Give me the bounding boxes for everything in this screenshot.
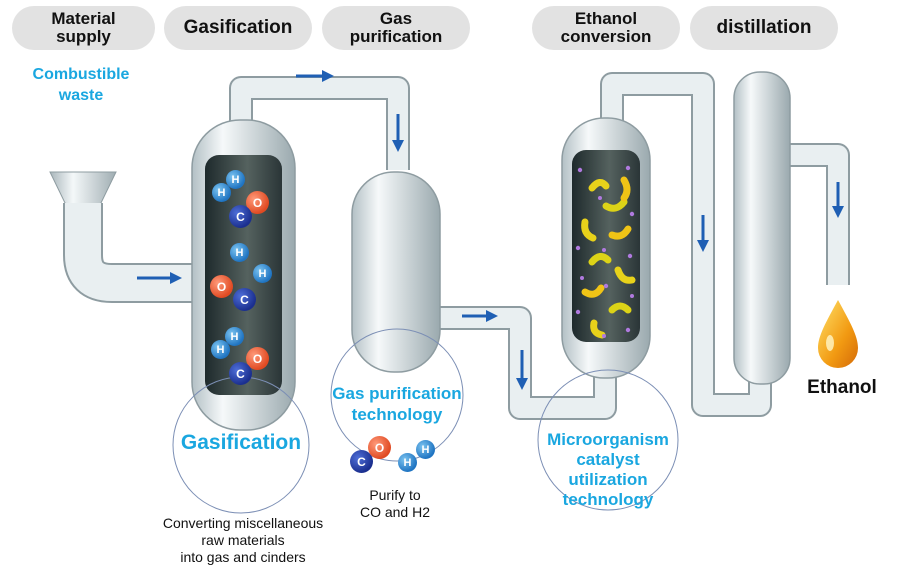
flow-arrows <box>137 70 844 390</box>
tech-label-line: Microorganism <box>547 430 669 449</box>
note-line: CO and H2 <box>359 504 431 520</box>
hydrogen-atom: H <box>230 243 249 262</box>
hopper <box>49 171 117 206</box>
tech-label-line: utilization <box>568 470 648 489</box>
feed-pipe <box>65 203 205 301</box>
oxygen-atom: O <box>210 275 233 298</box>
feed-label-line: Combustible <box>32 66 130 83</box>
tech-label-line: technology <box>351 405 443 424</box>
gasifier-window <box>205 155 282 395</box>
oxygen-atom: O <box>246 191 269 214</box>
stage-label: Gasification <box>183 17 293 39</box>
hydrogen-atom: H <box>416 440 435 459</box>
stage-label: supply <box>56 27 111 46</box>
microorganism-tech-circle <box>537 369 679 511</box>
outlet-pipe <box>790 145 848 285</box>
stage-label: distillation <box>716 17 812 39</box>
note-line: Purify to <box>369 487 421 503</box>
stage-gasification: Gasification <box>164 6 312 50</box>
feed-label: Combustible waste <box>14 64 148 106</box>
note-line: raw materials <box>201 532 285 548</box>
stage-label: conversion <box>560 27 652 46</box>
purification-tech-circle <box>330 328 464 462</box>
purify-note: Purify to CO and H2 <box>340 487 450 521</box>
purification-vessel <box>351 171 441 373</box>
note-line: Converting miscellaneous <box>162 515 324 531</box>
gasification-tech-label: Gasification <box>180 431 302 454</box>
microorganisms <box>581 176 636 339</box>
oxygen-atom: O <box>368 436 391 459</box>
hydrogen-atom: H <box>253 264 272 283</box>
oxygen-atom: O <box>246 347 269 370</box>
note-line: into gas and cinders <box>180 549 306 565</box>
stage-label: purification <box>349 27 443 46</box>
hydrogen-atom: H <box>212 183 231 202</box>
carbon-atom: C <box>229 362 252 385</box>
microorganism-dots <box>575 165 635 338</box>
hydrogen-atom: H <box>211 340 230 359</box>
purification-tech-label: Gas purification technology <box>312 383 482 425</box>
stage-distillation: distillation <box>690 6 838 50</box>
stage-label: Ethanol <box>574 9 638 29</box>
tech-label-line: catalyst <box>576 450 640 469</box>
carbon-atom: C <box>229 205 252 228</box>
hydrogen-atom: H <box>225 327 244 346</box>
gasification-note: Converting miscellaneous raw materials i… <box>108 515 378 566</box>
hydrogen-atom: H <box>398 453 417 472</box>
feed-label-line: waste <box>58 87 104 104</box>
product-label: Ethanol <box>807 377 877 398</box>
distillation-column <box>733 71 791 385</box>
ethanol-drop-icon <box>818 300 858 368</box>
stage-label: Gas <box>379 9 413 29</box>
tech-label-line: Gas purification <box>332 384 462 403</box>
hydrogen-atom: H <box>226 170 245 189</box>
carbon-atom: C <box>233 288 256 311</box>
tech-label-line: technology <box>562 490 654 509</box>
carbon-atom: C <box>350 450 373 473</box>
conversion-window <box>572 150 640 342</box>
stage-label: Material <box>51 9 116 29</box>
microorganism-tech-label: Microorganism catalyst utilization techn… <box>518 430 698 510</box>
